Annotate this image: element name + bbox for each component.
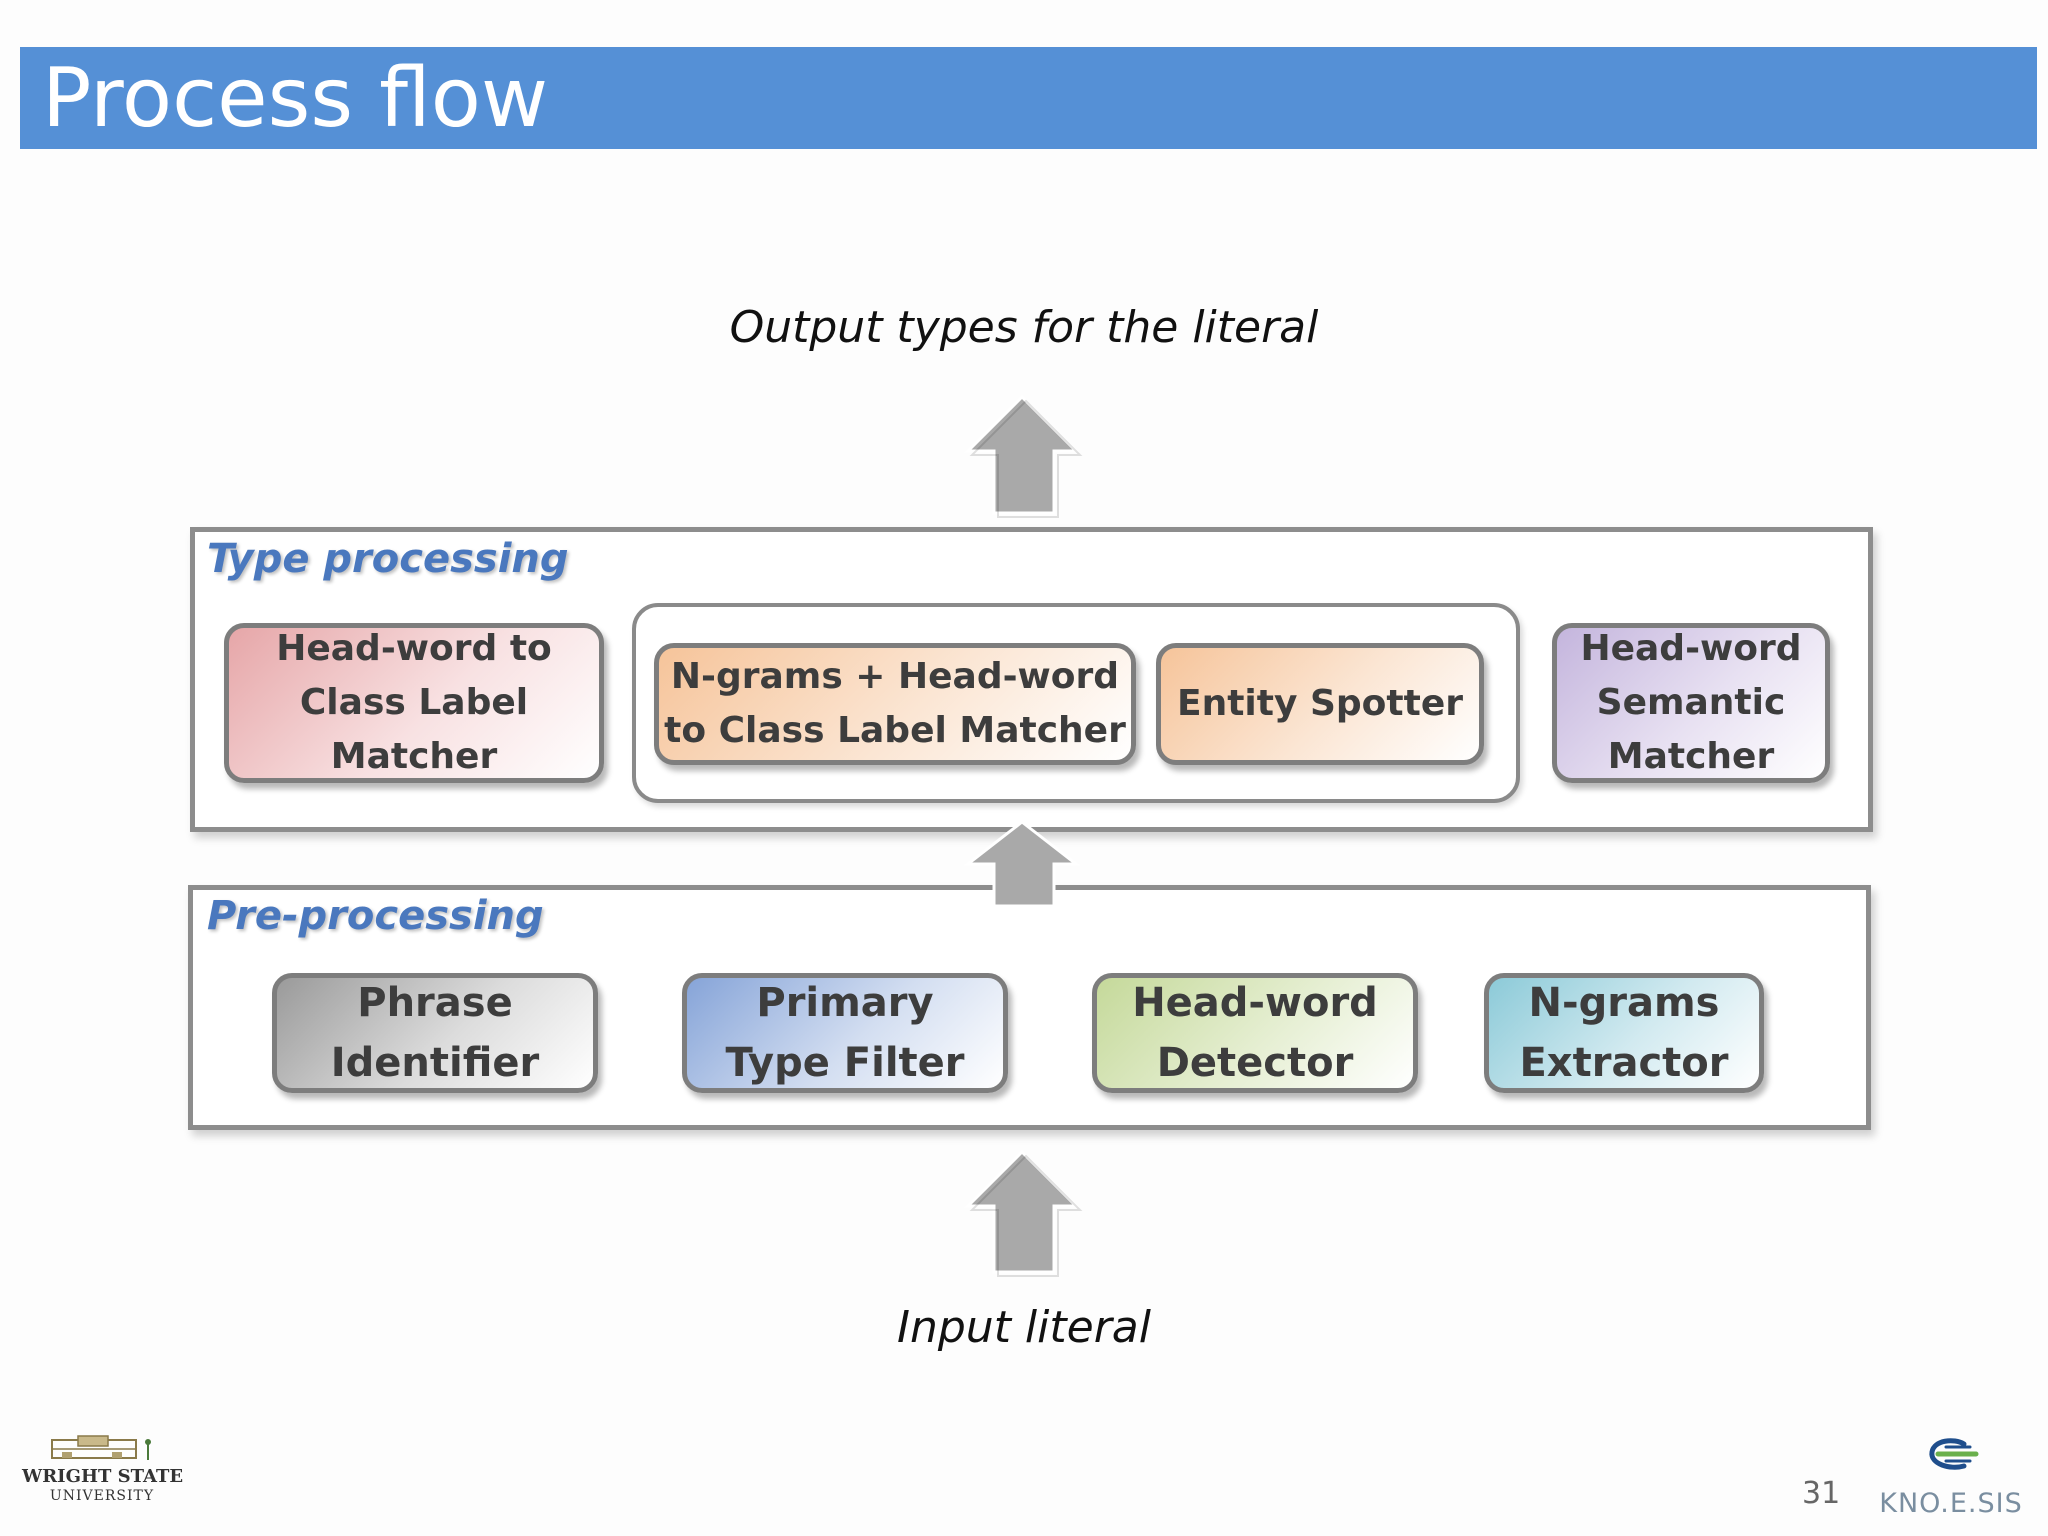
- wright-state-logo: WRIGHT STATE UNIVERSITY: [22, 1432, 184, 1514]
- input-label: Input literal: [897, 1302, 1151, 1353]
- pre-processing-label: Pre-processing: [207, 893, 544, 939]
- entity-spotter-box: Entity Spotter: [1156, 643, 1484, 765]
- knoesis-emblem-icon: [1929, 1438, 1979, 1470]
- title-bar: Process flow: [20, 47, 2037, 149]
- module-label: Primary Type Filter: [725, 980, 965, 1086]
- knoesis-name: KNO.E.SIS: [1879, 1488, 2023, 1519]
- module-label: N-grams Extractor: [1519, 980, 1729, 1086]
- wright-state-emblem-icon: [51, 1435, 151, 1460]
- type-processing-label: Type processing: [207, 536, 569, 582]
- module-label: Phrase Identifier: [330, 980, 540, 1086]
- up-arrow-input-icon: [964, 1149, 1083, 1277]
- module-label: Head-word to Class Label Matcher: [276, 628, 552, 777]
- output-label: Output types for the literal: [729, 302, 1319, 353]
- knoesis-logo: KNO.E.SIS: [1870, 1436, 2032, 1519]
- wright-state-name: WRIGHT STATE: [22, 1466, 184, 1487]
- head-word-semantic-matcher-box: Head-word Semantic Matcher: [1552, 623, 1830, 783]
- wright-state-university: UNIVERSITY: [49, 1488, 155, 1504]
- ngrams-head-word-class-label-matcher-box: N-grams + Head-word to Class Label Match…: [654, 643, 1136, 765]
- module-label: Head-word Detector: [1132, 980, 1378, 1086]
- page-number: 31: [1802, 1476, 1841, 1511]
- head-word-detector-box: Head-word Detector: [1092, 973, 1418, 1093]
- module-label: Entity Spotter: [1177, 683, 1463, 724]
- phrase-identifier-box: Phrase Identifier: [272, 973, 598, 1093]
- module-label: N-grams + Head-word to Class Label Match…: [664, 656, 1126, 751]
- primary-type-filter-box: Primary Type Filter: [682, 973, 1008, 1093]
- ngrams-extractor-box: N-grams Extractor: [1484, 973, 1764, 1093]
- up-arrow-output-icon: [964, 394, 1083, 518]
- module-label: Head-word Semantic Matcher: [1580, 628, 1802, 777]
- up-arrow-middle-icon: [963, 820, 1081, 908]
- head-word-class-label-matcher-box: Head-word to Class Label Matcher: [224, 623, 604, 783]
- slide-title: Process flow: [42, 51, 549, 146]
